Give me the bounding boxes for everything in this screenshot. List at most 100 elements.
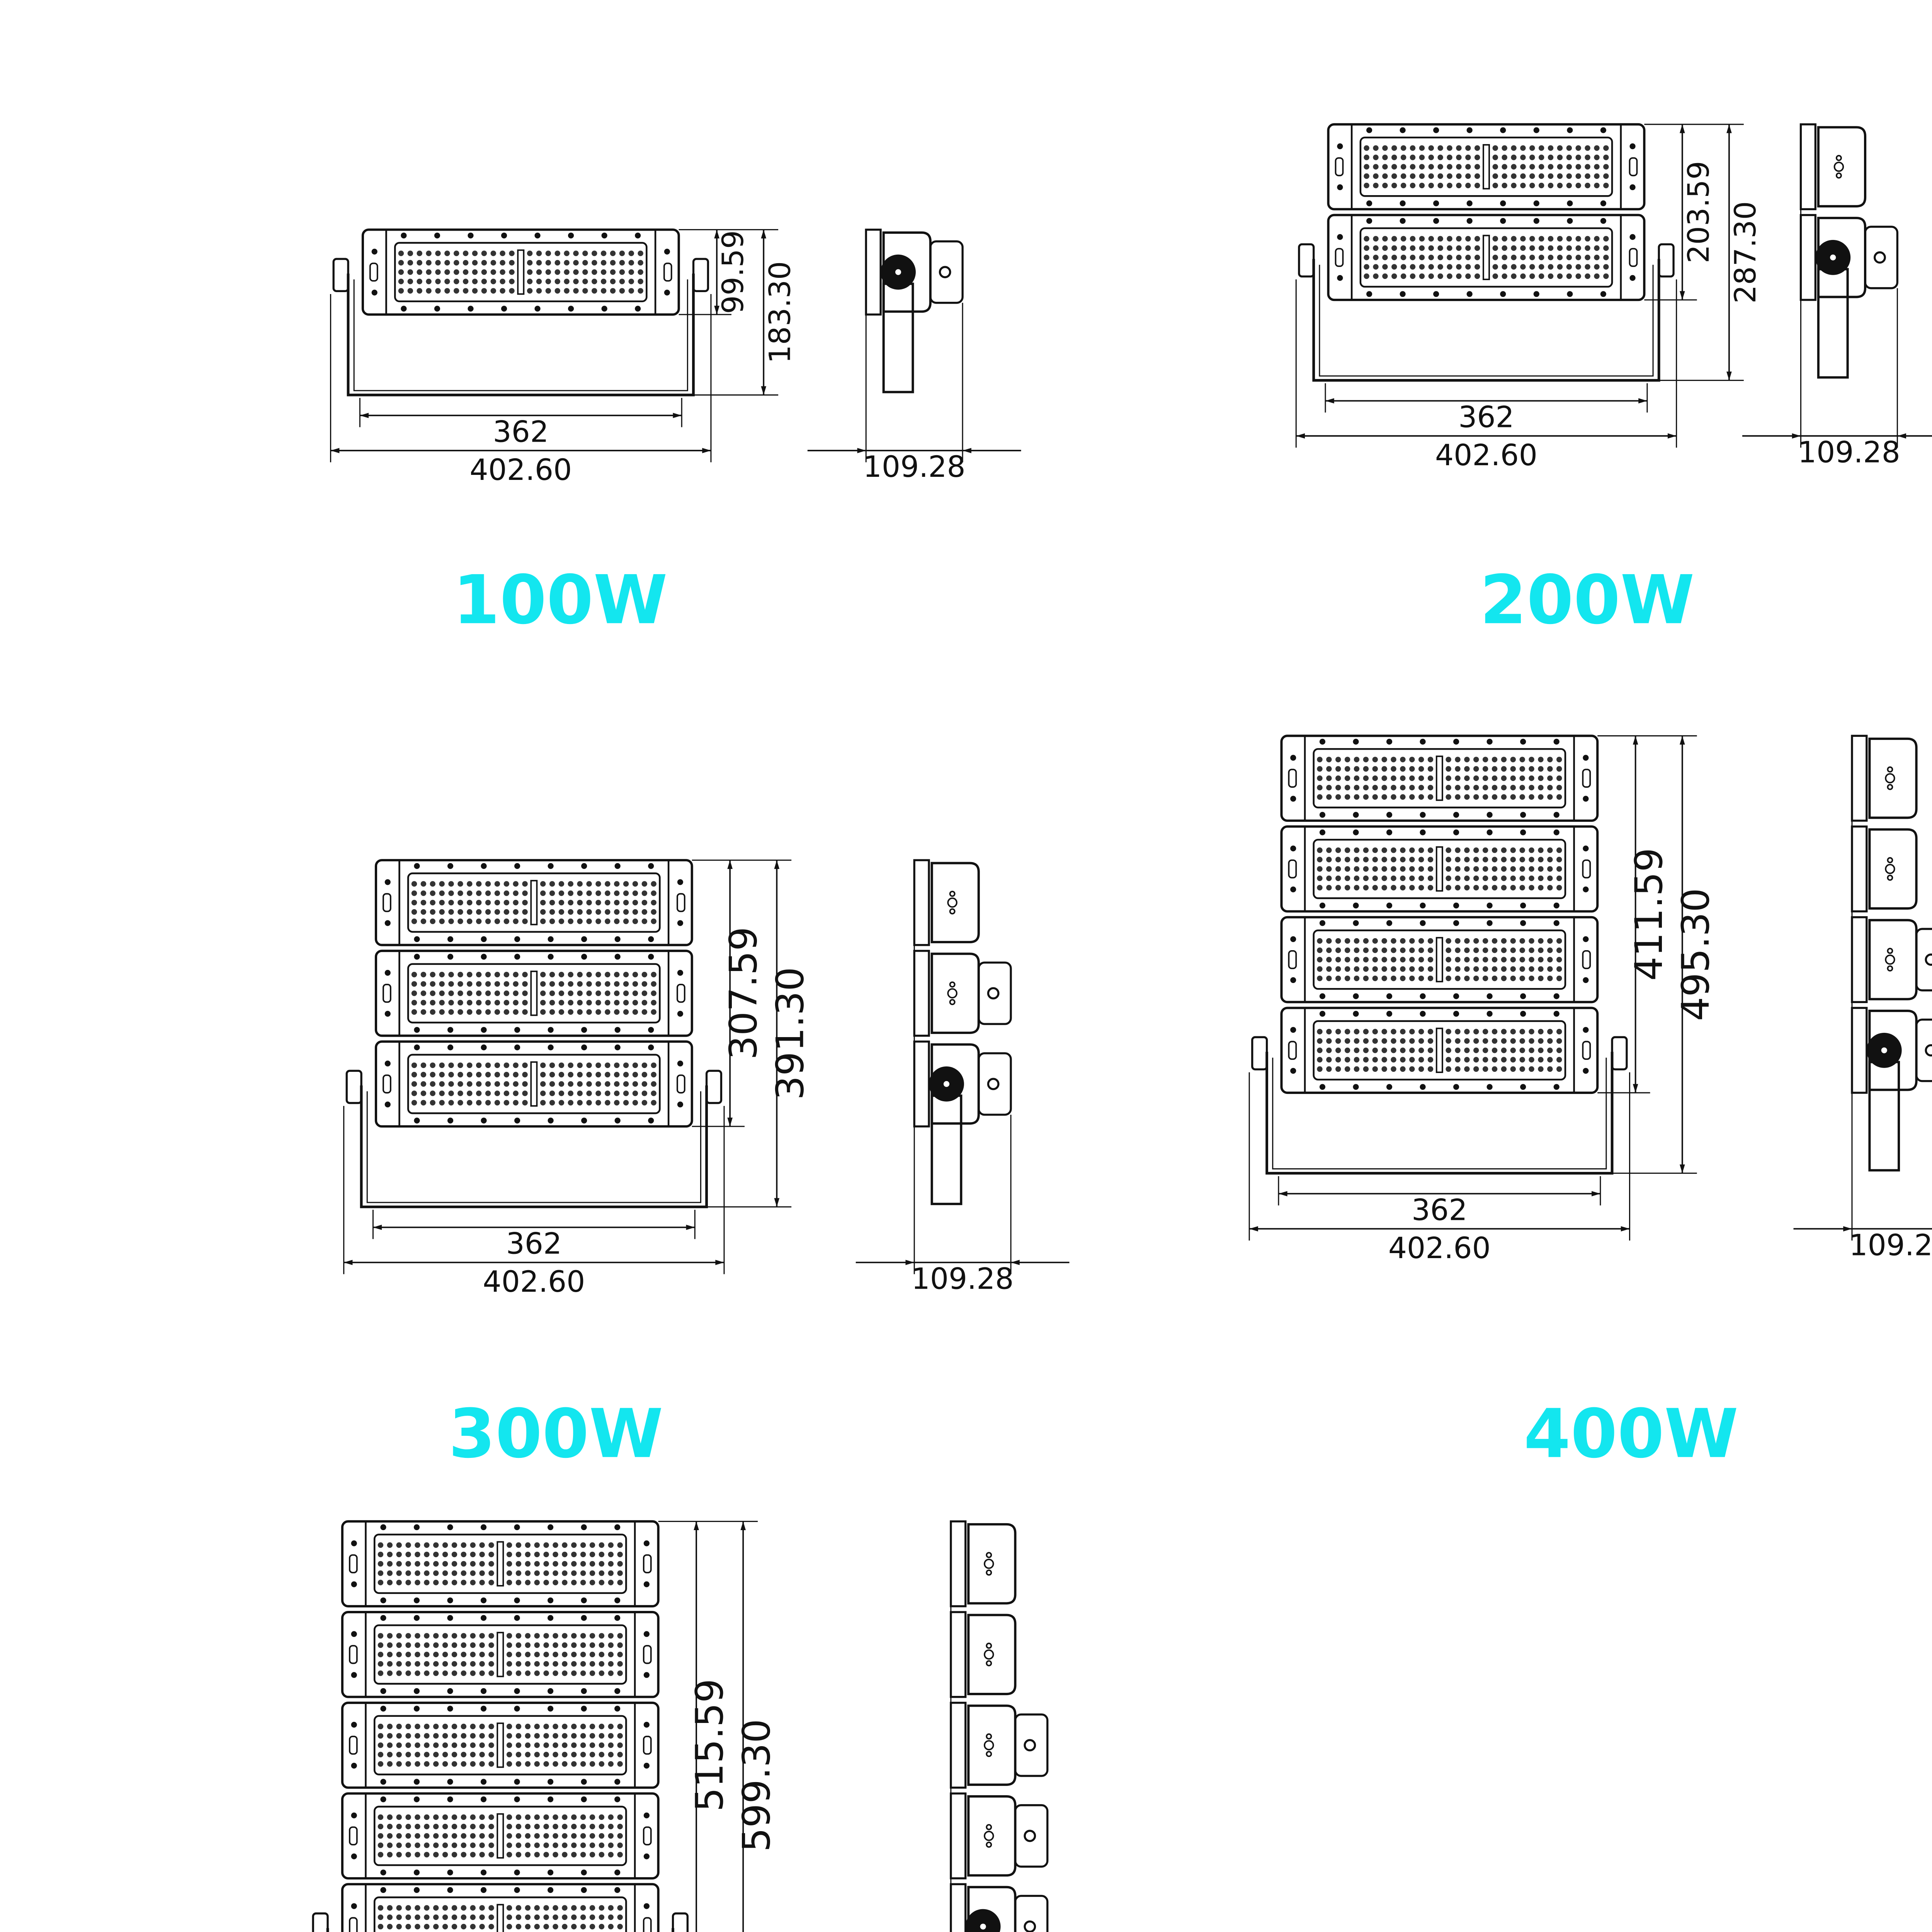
led-dot bbox=[1391, 1048, 1396, 1053]
led-dot bbox=[1382, 264, 1388, 270]
vent-icon bbox=[1887, 766, 1893, 773]
led-dot bbox=[1529, 1057, 1534, 1063]
led-dot bbox=[433, 1723, 439, 1730]
led-dot bbox=[589, 1752, 595, 1757]
led-dot bbox=[1492, 164, 1498, 170]
lens-panel bbox=[407, 963, 661, 1024]
led-dot bbox=[536, 279, 542, 284]
led-dot bbox=[534, 1833, 540, 1839]
led-dot bbox=[525, 1670, 531, 1676]
led-dot bbox=[494, 900, 500, 906]
led-dot bbox=[1529, 145, 1535, 151]
led-dot bbox=[586, 1000, 592, 1006]
vent-icon bbox=[1835, 172, 1842, 179]
led-dot bbox=[454, 288, 459, 294]
led-dot bbox=[1391, 775, 1396, 781]
led-dot bbox=[1446, 866, 1451, 872]
led-dot bbox=[1344, 975, 1350, 981]
led-dot bbox=[1473, 1029, 1479, 1035]
led-dot bbox=[553, 1561, 558, 1567]
lens-panel bbox=[373, 1896, 627, 1932]
led-dot bbox=[562, 1551, 568, 1558]
led-dot bbox=[494, 1062, 500, 1068]
led-dot bbox=[1519, 766, 1525, 772]
screw bbox=[1520, 1011, 1526, 1017]
led-dot bbox=[1547, 866, 1553, 872]
screw bbox=[480, 1869, 487, 1876]
led-dot bbox=[424, 1723, 430, 1730]
screw bbox=[1433, 200, 1439, 206]
screw bbox=[514, 954, 520, 960]
led-dot bbox=[1556, 785, 1562, 791]
bracket-knob-right bbox=[1611, 1036, 1628, 1071]
vent-icon bbox=[986, 1842, 992, 1848]
led-dot bbox=[1464, 947, 1470, 953]
bracket-knob-left bbox=[345, 1070, 362, 1104]
led-dot bbox=[543, 1833, 549, 1839]
led-dot bbox=[562, 1733, 568, 1739]
screw bbox=[1386, 738, 1393, 745]
led-dot bbox=[605, 881, 611, 887]
led-dot bbox=[506, 1661, 512, 1667]
center-divider bbox=[497, 1722, 504, 1768]
led-dot bbox=[415, 1905, 420, 1911]
led-dot bbox=[470, 1742, 476, 1748]
led-dot bbox=[577, 890, 583, 896]
led-dot bbox=[451, 1761, 457, 1767]
side-heatsink bbox=[930, 862, 980, 944]
led-dot bbox=[549, 881, 555, 887]
led-dot bbox=[573, 269, 579, 275]
led-module bbox=[374, 949, 693, 1037]
led-dot bbox=[1427, 1066, 1434, 1072]
led-dot bbox=[506, 1651, 512, 1658]
led-dot bbox=[398, 288, 404, 294]
led-dot bbox=[623, 1081, 629, 1087]
led-dot bbox=[577, 900, 583, 906]
led-dot bbox=[494, 1100, 500, 1106]
led-dot bbox=[1419, 164, 1425, 170]
screw bbox=[581, 863, 587, 869]
led-dot bbox=[378, 1814, 384, 1820]
led-dot bbox=[1381, 775, 1387, 781]
led-dot bbox=[417, 260, 422, 266]
led-dot bbox=[554, 250, 560, 256]
led-dot bbox=[494, 990, 500, 996]
led-dot bbox=[651, 881, 656, 887]
module-housing bbox=[374, 859, 693, 946]
side-slot bbox=[349, 1645, 358, 1664]
led-dot bbox=[442, 1733, 448, 1739]
led-dot bbox=[506, 1561, 512, 1567]
screw bbox=[413, 1779, 420, 1785]
led-dot bbox=[1538, 273, 1544, 279]
led-dot bbox=[1519, 875, 1525, 881]
module-housing bbox=[341, 1792, 660, 1880]
led-dot bbox=[1502, 236, 1507, 242]
led-dot bbox=[562, 1814, 568, 1820]
led-dot bbox=[1492, 264, 1498, 270]
led-dot bbox=[651, 1090, 656, 1096]
led-dot bbox=[1594, 164, 1600, 170]
led-dot bbox=[525, 1642, 531, 1648]
led-dot bbox=[1585, 255, 1590, 260]
screw bbox=[1420, 812, 1426, 818]
led-dot bbox=[525, 1905, 531, 1911]
dim-depth-value: 109.28 bbox=[1849, 1228, 1932, 1262]
led-dot bbox=[1382, 245, 1388, 251]
led-dot bbox=[1419, 273, 1425, 279]
led-dot bbox=[543, 1852, 549, 1857]
led-dot bbox=[1538, 766, 1544, 772]
led-dot bbox=[1419, 155, 1425, 160]
led-dot bbox=[1585, 264, 1590, 270]
led-dot bbox=[1427, 875, 1434, 881]
led-dot bbox=[503, 890, 509, 896]
led-dot bbox=[522, 909, 528, 915]
dim-outer-width-value: 402.60 bbox=[1435, 438, 1537, 472]
screw bbox=[1520, 1084, 1526, 1090]
led-dot bbox=[623, 881, 629, 887]
vent-icon bbox=[949, 999, 956, 1005]
led-dot bbox=[457, 1100, 463, 1106]
led-dot bbox=[1382, 145, 1388, 151]
led-dot bbox=[534, 1842, 540, 1848]
led-dot bbox=[420, 1000, 427, 1006]
